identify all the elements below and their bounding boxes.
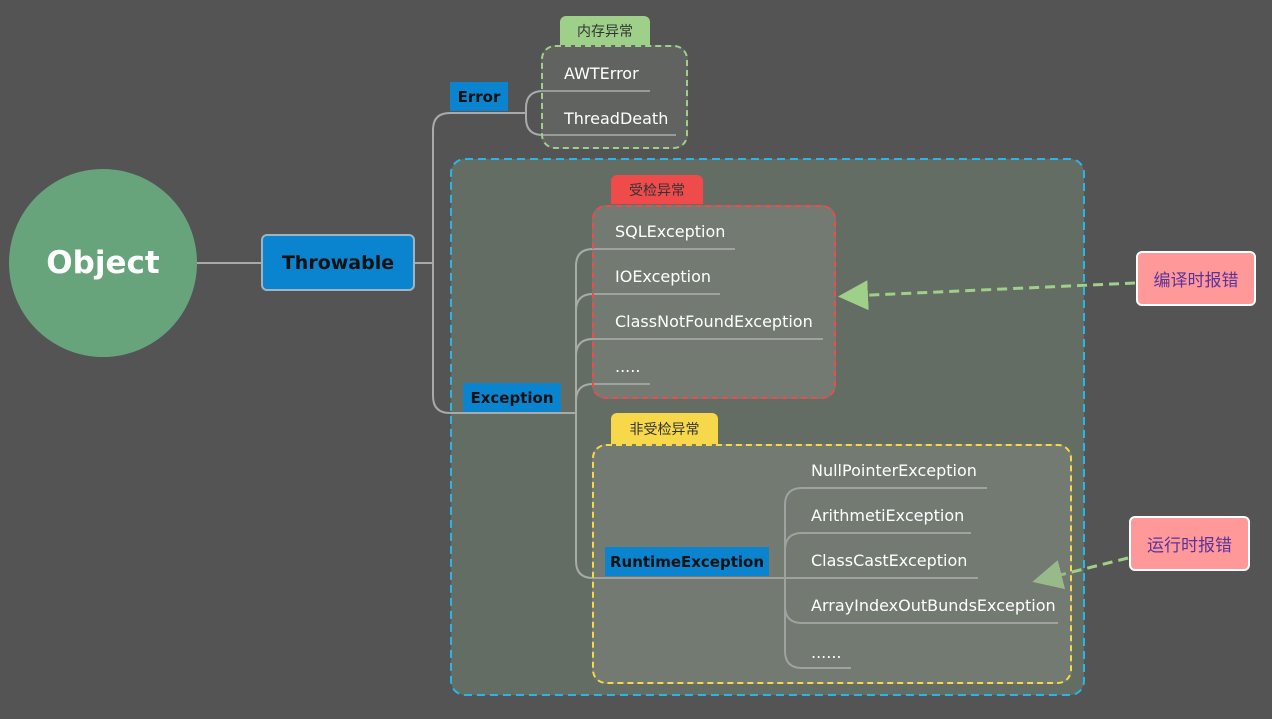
error-child-threaddeath: ThreadDeath xyxy=(564,109,669,128)
exception-node: Exception xyxy=(463,383,561,412)
checked-child-sqlexception: SQLException xyxy=(615,222,726,241)
runtime-children-link xyxy=(784,487,987,578)
unchecked-group-label: 非受检异常 xyxy=(629,421,700,438)
error-group-box xyxy=(541,45,688,149)
runtime-arrow xyxy=(1032,556,1129,590)
runtime-exception-node: RuntimeException xyxy=(605,547,769,576)
unchecked-child-arrayindex: ArrayIndexOutBundsException xyxy=(811,596,1056,615)
error-group-tab: 内存异常 xyxy=(560,16,650,45)
throwable-label: Throwable xyxy=(281,251,395,274)
checked-child-classnotfound: ClassNotFoundException xyxy=(615,312,813,331)
exception-label: Exception xyxy=(470,388,554,407)
checked-child-ioexception: IOException xyxy=(615,267,712,286)
throwable-node: Throwable xyxy=(261,234,415,291)
runtime-exception-label: RuntimeException xyxy=(609,552,765,571)
runtime-error-label: 运行时报错 xyxy=(1147,536,1232,556)
checked-child-more: ..... xyxy=(615,357,641,376)
unchecked-child-nullpointer: NullPointerException xyxy=(811,461,977,480)
error-child-awterror: AWTError xyxy=(564,64,639,83)
unchecked-child-classcast: ClassCastException xyxy=(811,551,968,570)
error-label: Error xyxy=(457,87,501,106)
runtime-error-callout: 运行时报错 xyxy=(1129,516,1250,571)
object-root-node: Object xyxy=(9,169,197,357)
unchecked-child-more: ...... xyxy=(811,643,842,662)
error-group-label: 内存异常 xyxy=(577,23,633,40)
checked-group-label: 受检异常 xyxy=(629,182,685,199)
checked-group-box xyxy=(592,205,836,399)
error-children-link xyxy=(525,90,676,136)
object-label: Object xyxy=(46,245,160,281)
unchecked-child-arithmetic: ArithmetiException xyxy=(811,506,965,525)
checked-group-tab: 受检异常 xyxy=(611,175,703,204)
compile-error-callout: 编译时报错 xyxy=(1136,251,1256,306)
unchecked-group-tab: 非受检异常 xyxy=(611,413,718,444)
compile-error-label: 编译时报错 xyxy=(1153,271,1239,291)
error-node: Error xyxy=(450,82,508,111)
throwable-children-link xyxy=(432,112,576,414)
